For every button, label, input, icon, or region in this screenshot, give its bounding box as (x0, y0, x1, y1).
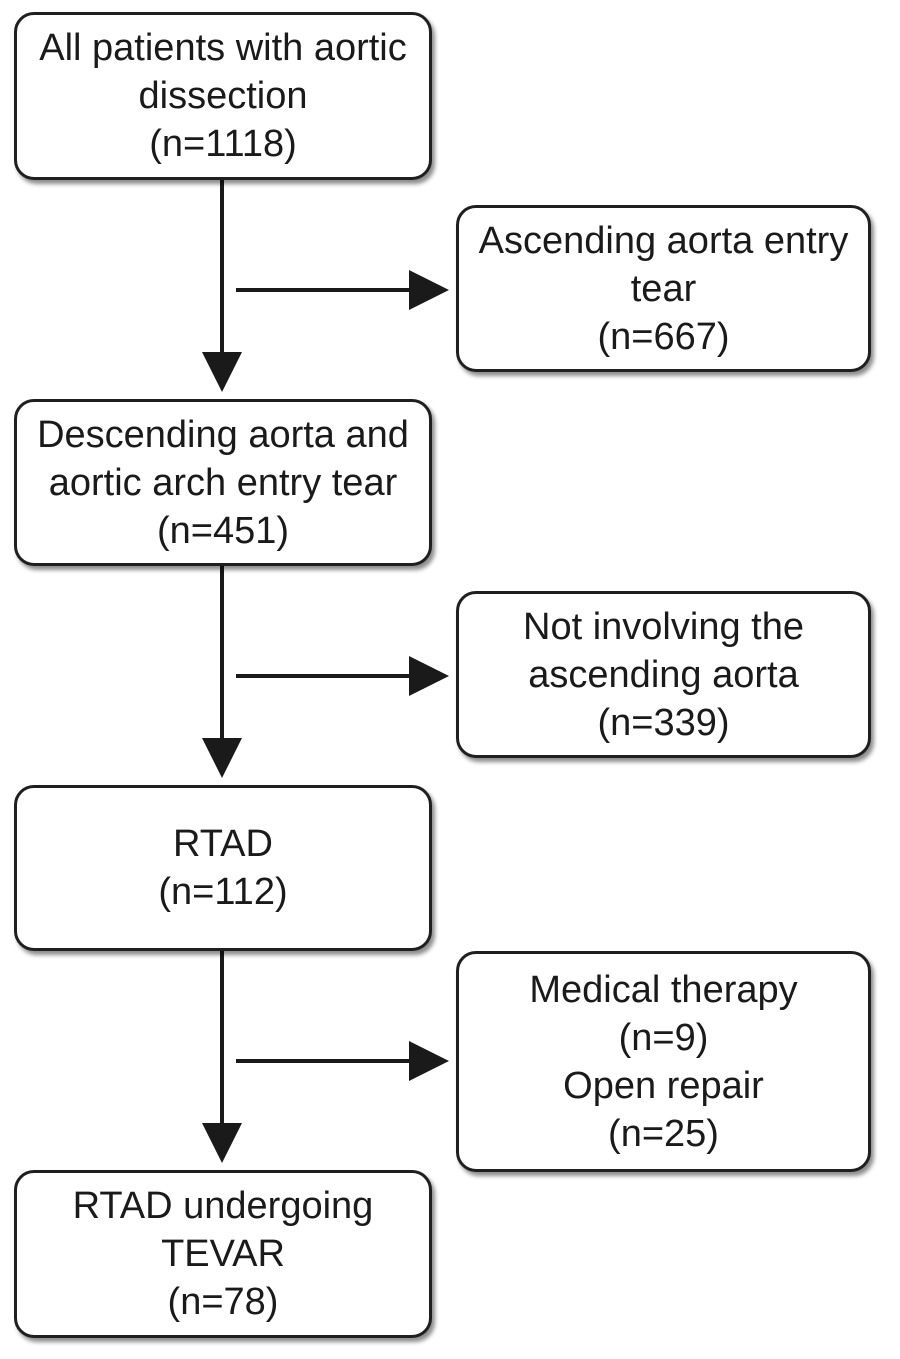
box-count: (n=451) (156, 509, 290, 552)
box-line: tear (630, 267, 697, 310)
box-line: dissection (138, 75, 308, 117)
box-count: (n=9) (618, 1016, 709, 1059)
all-patients-box: All patients with aortic dissection (n=1… (14, 12, 432, 180)
box-count: (n=112) (158, 871, 288, 913)
descending-entry-box: Descending aorta and aortic arch entry t… (14, 399, 432, 566)
box-count: (n=1118) (149, 123, 297, 165)
box-count: (n=78) (167, 1281, 279, 1323)
box-line: All patients with aortic (39, 27, 407, 69)
box-count: (n=667) (597, 315, 730, 358)
not-involving-ascending-box: Not involving the ascending aorta (n=339… (456, 591, 871, 758)
ascending-entry-box: Ascending aorta entry tear (n=667) (456, 205, 871, 372)
rtad-box: RTAD (n=112) (14, 785, 432, 951)
box-line: Open repair (563, 1064, 764, 1107)
box-line: Medical therapy (529, 968, 798, 1011)
excluded-therapy-box: Medical therapy (n=9) Open repair (n=25) (456, 951, 871, 1172)
box-line: RTAD undergoing (72, 1185, 374, 1227)
box-line: Not involving the (523, 605, 804, 648)
box-line: Ascending aorta entry (478, 219, 849, 262)
box-count: (n=25) (608, 1112, 719, 1155)
box-line: aortic arch entry tear (48, 461, 398, 504)
box-line: TEVAR (161, 1233, 285, 1275)
box-count: (n=339) (597, 701, 730, 744)
rtad-tevar-box: RTAD undergoing TEVAR (n=78) (14, 1170, 432, 1338)
box-line: RTAD (173, 823, 273, 865)
box-line: Descending aorta and (37, 413, 409, 456)
box-line: ascending aorta (528, 653, 799, 696)
